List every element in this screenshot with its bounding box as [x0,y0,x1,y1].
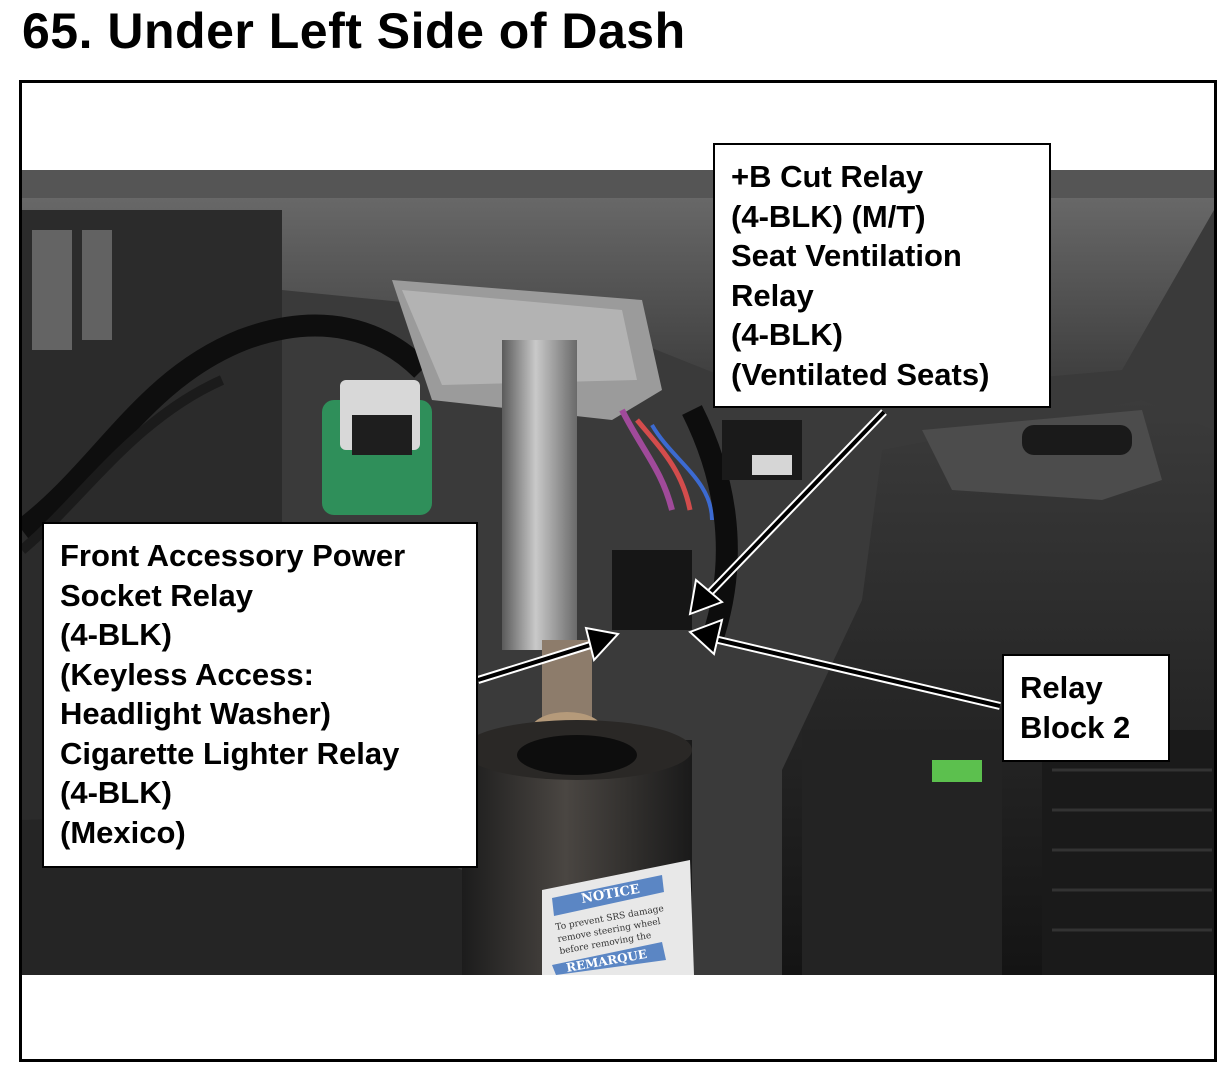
steering-column [502,340,577,650]
callout-relay-block-2: Relay Block 2 [1002,654,1170,762]
callout-line: (4-BLK) [60,775,172,810]
callout-line: Seat Ventilation [731,238,962,273]
callout-line: (Ventilated Seats) [731,356,990,392]
callout-line: (Keyless Access: [60,656,314,692]
callout-line: Cigarette Lighter Relay [60,735,400,771]
callout-line: Relay [731,277,814,313]
callout-line: Relay [1020,670,1103,705]
callout-line: Block 2 [1020,709,1131,745]
callout-line: (Mexico) [60,814,186,850]
callout-front-accessory-relay: Front Accessory Power Socket Relay (4-BL… [42,522,478,868]
callout-line: (4-BLK) (M/T) [731,198,926,234]
callout-line: +B Cut Relay [731,159,924,194]
callout-line: (4-BLK) [60,617,172,652]
notice-sticker: NOTICE To prevent SRS damage remove stee… [542,860,694,975]
callout-line: (4-BLK) [731,317,843,352]
callout-line: Socket Relay [60,577,253,613]
relay-block-2 [612,550,692,630]
callout-bcut-relay: +B Cut Relay (4-BLK) (M/T) Seat Ventilat… [713,143,1051,408]
callout-line: Front Accessory Power [60,538,406,573]
callout-line: Headlight Washer) [60,696,331,731]
page-title: 65. Under Left Side of Dash [22,3,686,59]
